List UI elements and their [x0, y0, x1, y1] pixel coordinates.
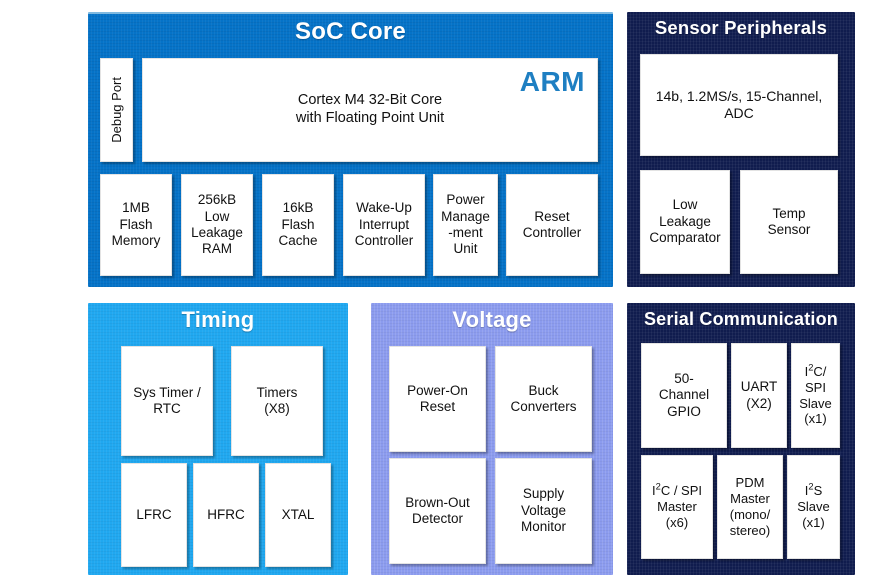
block-lfrc[interactable]: LFRC: [121, 463, 187, 567]
block-low-leakage-comparator[interactable]: Low Leakage Comparator: [640, 170, 730, 274]
panel-serial-communication: Serial Communication 50- Channel GPIO UA…: [627, 303, 855, 575]
block-label: Reset Controller: [522, 208, 582, 240]
block-i2s-slave[interactable]: I2S Slave (x1): [787, 455, 840, 559]
block-xtal[interactable]: XTAL: [265, 463, 331, 567]
block-temp-sensor[interactable]: Temp Sensor: [740, 170, 838, 274]
block-adc[interactable]: 14b, 1.2MS/s, 15-Channel, ADC: [640, 54, 838, 156]
block-pdm-master[interactable]: PDM Master (mono/ stereo): [717, 455, 783, 559]
soc-core-title: SoC Core: [295, 18, 406, 45]
block-label: HFRC: [207, 506, 245, 522]
cortex-core-label: Cortex M4 32-Bit Core with Floating Poin…: [295, 92, 445, 126]
block-i2c-spi-master[interactable]: I2C / SPI Master (x6): [641, 455, 713, 559]
block-label: Sys Timer / RTC: [133, 384, 201, 416]
serial-communication-title: Serial Communication: [643, 309, 839, 329]
block-label: 256kB Low Leakage RAM: [191, 192, 243, 257]
block-label: Brown-Out Detector: [405, 494, 470, 526]
block-debug-port[interactable]: Debug Port: [100, 58, 133, 162]
sensor-peripherals-title: Sensor Peripherals: [654, 17, 828, 38]
block-hfrc[interactable]: HFRC: [193, 463, 259, 567]
block-cortex-core[interactable]: Cortex M4 32-Bit Core with Floating Poin…: [142, 58, 598, 162]
block-wakeup-interrupt-controller[interactable]: Wake-Up Interrupt Controller: [343, 174, 425, 276]
block-label: 50- Channel GPIO: [658, 370, 710, 419]
block-gpio[interactable]: 50- Channel GPIO: [641, 343, 727, 448]
timing-title: Timing: [181, 307, 255, 332]
panel-sensor-peripherals: Sensor Peripherals 14b, 1.2MS/s, 15-Chan…: [627, 12, 855, 287]
block-timers[interactable]: Timers (X8): [231, 346, 323, 456]
block-label: PDM Master (mono/ stereo): [729, 475, 771, 538]
block-buck-converters[interactable]: Buck Converters: [495, 346, 592, 452]
block-i2c-spi-slave[interactable]: I2C/ SPI Slave (x1): [791, 343, 840, 448]
block-label: I2C / SPI Master (x6): [651, 481, 702, 530]
block-supply-voltage-monitor[interactable]: Supply Voltage Monitor: [495, 458, 592, 564]
block-label: Power Manage -ment Unit: [441, 192, 490, 257]
block-label: 14b, 1.2MS/s, 15-Channel, ADC: [655, 87, 823, 121]
debug-port-label: Debug Port: [108, 77, 124, 143]
block-label: LFRC: [136, 506, 172, 522]
block-label: UART (X2): [740, 379, 778, 411]
block-label: Temp Sensor: [767, 205, 811, 237]
block-label: Timers (X8): [256, 384, 298, 416]
panel-soc-core: SoC Core Debug Port Cortex M4 32-Bit Cor…: [88, 12, 613, 287]
block-power-on-reset[interactable]: Power-On Reset: [389, 346, 486, 452]
block-flash-cache[interactable]: 16kB Flash Cache: [262, 174, 334, 276]
voltage-title: Voltage: [452, 307, 532, 332]
block-reset-controller[interactable]: Reset Controller: [506, 174, 598, 276]
block-low-leakage-ram[interactable]: 256kB Low Leakage RAM: [181, 174, 253, 276]
block-label: XTAL: [281, 506, 315, 522]
block-sys-timer-rtc[interactable]: Sys Timer / RTC: [121, 346, 213, 456]
block-power-management-unit[interactable]: Power Manage -ment Unit: [433, 174, 498, 276]
block-label: Wake-Up Interrupt Controller: [354, 200, 414, 249]
panel-voltage: Voltage Power-On Reset Buck Converters B…: [371, 303, 613, 575]
block-label: Supply Voltage Monitor: [520, 486, 567, 535]
block-label: Buck Converters: [510, 382, 577, 414]
panel-timing: Timing Sys Timer / RTC Timers (X8) LFRC …: [88, 303, 348, 575]
arm-logo: ARM: [519, 66, 585, 97]
block-label: I2S Slave (x1): [797, 481, 830, 530]
block-label: Power-On Reset: [407, 382, 468, 414]
block-label: Low Leakage Comparator: [649, 197, 721, 246]
block-uart[interactable]: UART (X2): [731, 343, 787, 448]
block-label: I2C/ SPI Slave (x1): [799, 362, 832, 427]
block-label: 16kB Flash Cache: [278, 200, 318, 249]
block-label: 1MB Flash Memory: [111, 200, 161, 249]
block-flash-memory[interactable]: 1MB Flash Memory: [100, 174, 172, 276]
block-brown-out-detector[interactable]: Brown-Out Detector: [389, 458, 486, 564]
